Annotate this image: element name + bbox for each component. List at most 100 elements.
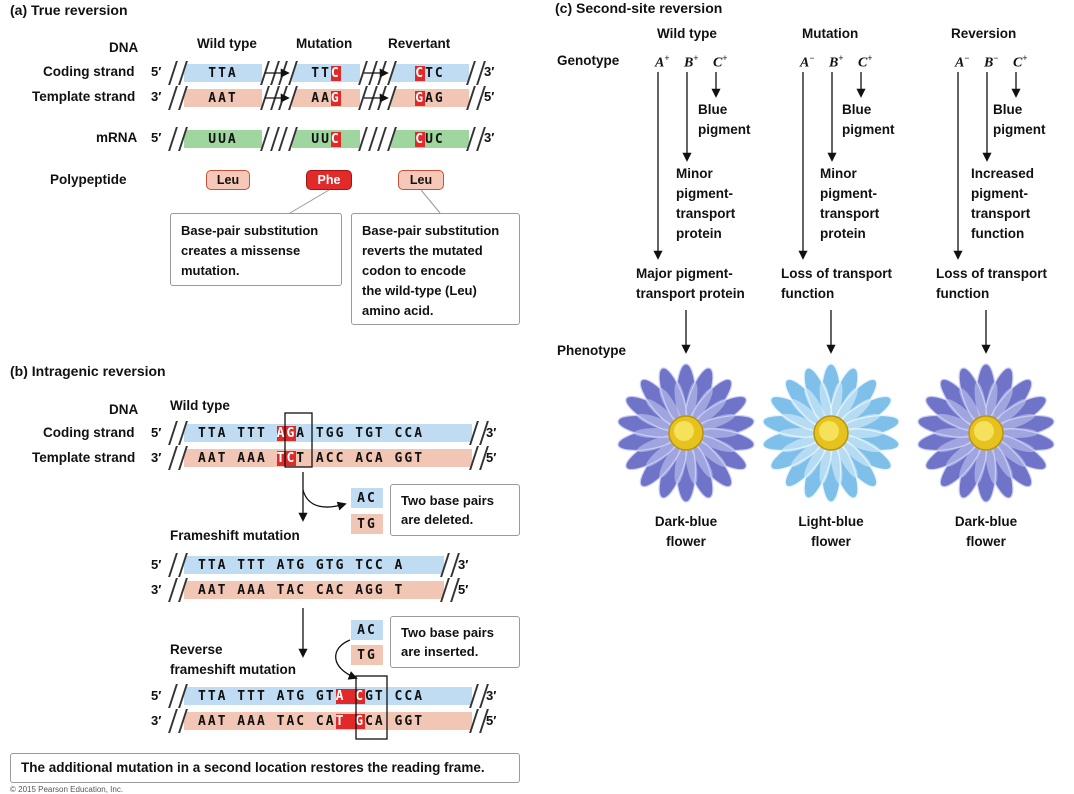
gene-allele: A+ [655, 53, 670, 71]
mutated-base: C [330, 65, 341, 81]
gene-allele: B+ [829, 53, 844, 71]
three-prime: 3′ [484, 64, 495, 79]
dna-label-b: DNA [109, 402, 139, 417]
gene-allele: C+ [713, 53, 728, 71]
petal-highlight [993, 413, 1035, 432]
panel-a-title: (a) True reversion [10, 2, 128, 18]
flower-icon [917, 363, 1055, 503]
petal-highlight [829, 440, 843, 485]
petal-highlight [984, 381, 998, 426]
petal-highlight [819, 381, 833, 426]
petal-highlight [691, 399, 727, 429]
petal-highlight [991, 399, 1027, 429]
reverted-base: C [415, 131, 426, 147]
template-strand-label-a: Template strand [32, 89, 136, 104]
five-prime: 5′ [151, 64, 162, 79]
petal-highlight [691, 437, 727, 467]
petal-highlight [782, 434, 824, 453]
col-revertant: Revertant [388, 36, 451, 51]
wild-type-label-b: Wild type [170, 398, 230, 413]
inserted-pair-top: AC [351, 620, 383, 640]
column-header: Wild type [657, 26, 717, 41]
three-prime: 3′ [486, 688, 497, 703]
column-header: Mutation [802, 26, 859, 41]
panel-b-tag: (b) [10, 363, 28, 379]
codon: UU [311, 131, 331, 147]
phenotype-label: Phenotype [557, 343, 627, 358]
note-deleted: Two base pairs are deleted. [390, 484, 520, 536]
footer-note: The additional mutation in a second loca… [10, 753, 520, 783]
five-prime: 5′ [484, 89, 495, 104]
petal-highlight [993, 434, 1035, 453]
panel-c-title-text: Second-site reversion [576, 0, 723, 16]
panel-a-title-text: True reversion [31, 2, 128, 18]
col-wild-type: Wild type [197, 36, 257, 51]
gene-allele: B+ [684, 53, 699, 71]
note-inserted: Two base pairs are inserted. [390, 616, 520, 668]
petal-highlight [834, 439, 858, 479]
petal-highlight [937, 413, 979, 432]
five-prime: 5′ [458, 582, 469, 597]
panel-a-tag: (a) [10, 2, 28, 18]
coding-wild-segment: TTA [184, 64, 262, 82]
inserted-pair-bottom: TG [351, 645, 383, 665]
five-prime: 5′ [151, 425, 162, 440]
deleted-pair-bottom: TG [351, 514, 383, 534]
petal-highlight [838, 413, 880, 432]
polypeptide-label: Polypeptide [50, 172, 127, 187]
petal-highlight [790, 399, 826, 429]
mrna-wild-segment: UUA [184, 130, 262, 148]
deleted-pair-top: AC [351, 488, 383, 508]
reverse-frameshift-label: Reverse frameshift mutation [170, 642, 297, 677]
template-wild-segment: AAT [184, 89, 262, 107]
codon: UUA [208, 131, 238, 147]
petal-highlight [790, 437, 826, 467]
petal-highlight [804, 387, 828, 427]
panel-b-title-text: Intragenic reversion [31, 363, 166, 379]
three-prime: 3′ [486, 425, 497, 440]
flower-icon [617, 363, 755, 503]
amino-acid-phe: Phe [306, 170, 352, 190]
panel-c-tag: (c) [555, 0, 573, 16]
flower-center-highlight [674, 421, 694, 441]
mrna-label: mRNA [96, 130, 138, 145]
reverted-base: C [415, 65, 426, 81]
template-strand-label-b: Template strand [32, 450, 136, 465]
flower-icon [762, 363, 900, 503]
three-prime: 3′ [484, 130, 495, 145]
five-prime: 5′ [486, 713, 497, 728]
inserted-bases: A C [335, 688, 366, 704]
codon: AA [311, 90, 331, 106]
flower-center-highlight [974, 421, 994, 441]
petal-highlight [637, 434, 679, 453]
gene-allele: C+ [858, 53, 873, 71]
codon: TTA [208, 65, 238, 81]
curved-arrow-icon [302, 489, 347, 511]
petal-highlight [959, 387, 983, 427]
note-missense: Base-pair substitution creates a missens… [170, 213, 342, 286]
petal-highlight [659, 387, 683, 427]
petal-highlight [836, 399, 872, 429]
inserted-bases: T G [335, 713, 366, 729]
reverted-base: G [415, 90, 426, 106]
petal-highlight [959, 439, 983, 479]
petal-highlight [836, 437, 872, 467]
three-prime: 3′ [151, 713, 162, 728]
petal-highlight [645, 437, 681, 467]
genotype-label: Genotype [557, 53, 620, 68]
gene-allele: A− [955, 53, 970, 71]
three-prime: 3′ [151, 450, 162, 465]
